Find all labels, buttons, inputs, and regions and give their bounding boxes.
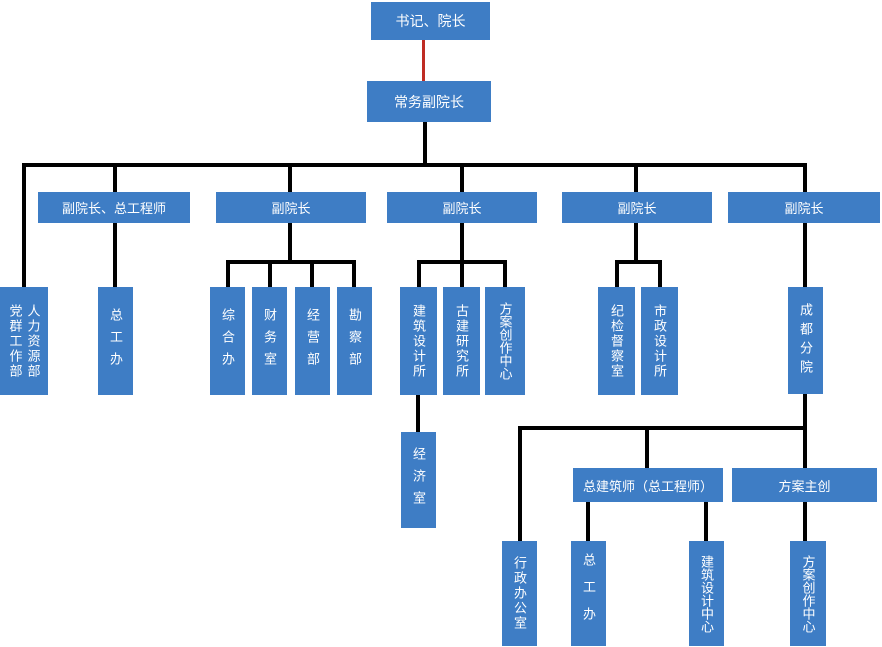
node-label: 纪检督察室 bbox=[609, 303, 624, 379]
connector-vd5-down bbox=[803, 223, 807, 287]
connector-chengdu-bar bbox=[518, 426, 807, 430]
node-label: 勘察部 bbox=[347, 308, 362, 374]
node-scheme-creation-center-1: 方案创作中心 bbox=[485, 287, 525, 395]
connector-vd2-bar bbox=[226, 260, 356, 264]
node-general-office: 综合办 bbox=[210, 287, 245, 395]
node-survey-dept: 勘察部 bbox=[337, 287, 372, 395]
node-vice-dean-4: 副院长 bbox=[562, 192, 712, 223]
connector-drop-vd3 bbox=[460, 165, 464, 192]
node-label: 方案创作中心 bbox=[800, 554, 816, 633]
node-vice-dean-2: 副院长 bbox=[216, 192, 366, 223]
node-label: 成都分院 bbox=[798, 302, 813, 379]
connector-vd3-down bbox=[460, 223, 464, 262]
connector-drop-general-office bbox=[226, 262, 230, 287]
node-vice-dean-5: 副院长 bbox=[728, 192, 880, 223]
node-party-mass-hr-dept: 党群工作部 人力资源部 bbox=[0, 287, 48, 395]
node-label: 党群工作部 bbox=[7, 303, 23, 379]
node-label: 建筑设计所 bbox=[411, 303, 426, 379]
connector-drop-chief-eng-branch bbox=[586, 502, 590, 541]
node-economy-office: 经济室 bbox=[401, 432, 436, 528]
connector-drop-scheme-center1 bbox=[503, 262, 507, 287]
node-discipline-office: 纪检督察室 bbox=[598, 287, 635, 395]
node-label: 经营部 bbox=[305, 308, 320, 374]
node-label: 总工办 bbox=[581, 553, 596, 634]
node-label: 常务副院长 bbox=[394, 93, 464, 110]
node-secretary-dean: 书记、院长 bbox=[371, 2, 490, 40]
node-chief-architect: 总建筑师（总工程师） bbox=[573, 468, 723, 502]
node-ancient-arch-institute: 古建研究所 bbox=[443, 287, 480, 395]
connector-drop-scheme-lead bbox=[803, 428, 807, 468]
node-operations-dept: 经营部 bbox=[295, 287, 330, 395]
node-label: 副院长 bbox=[617, 201, 657, 216]
node-label: 建筑设计中心 bbox=[699, 554, 714, 633]
node-label: 综合办 bbox=[220, 308, 235, 374]
connector-drop-discipline bbox=[615, 262, 619, 287]
connector-drop-vd2 bbox=[288, 165, 292, 192]
node-label: 人力资源部 bbox=[25, 303, 41, 379]
node-label: 方案主创 bbox=[778, 478, 831, 494]
node-label: 总工办 bbox=[108, 308, 123, 374]
connector-vd4-bar bbox=[615, 260, 662, 264]
node-label: 书记、院长 bbox=[395, 13, 466, 29]
node-label: 副院长、总工程师 bbox=[61, 201, 166, 216]
node-scheme-lead: 方案主创 bbox=[732, 468, 877, 502]
node-vice-dean-chief-eng: 副院长、总工程师 bbox=[38, 192, 190, 223]
connector-drop-operations bbox=[310, 262, 314, 287]
node-label: 方案创作中心 bbox=[497, 302, 513, 380]
connector-drop-survey bbox=[352, 262, 356, 287]
node-exec-vice-dean: 常务副院长 bbox=[367, 81, 491, 122]
node-chief-eng-office: 总工办 bbox=[98, 287, 133, 395]
connector-exec-trunk bbox=[423, 122, 427, 165]
node-vice-dean-3: 副院长 bbox=[387, 192, 537, 223]
node-chief-eng-office-branch: 总工办 bbox=[571, 541, 606, 646]
connector-chengdu-down bbox=[803, 394, 807, 428]
node-label: 财务室 bbox=[262, 308, 277, 374]
connector-drop-vd1 bbox=[113, 165, 117, 192]
node-municipal-design-institute: 市政设计所 bbox=[641, 287, 678, 395]
node-label: 经济室 bbox=[411, 447, 426, 513]
node-arch-design-institute: 建筑设计所 bbox=[400, 287, 437, 395]
node-arch-design-center: 建筑设计中心 bbox=[689, 541, 724, 646]
connector-secretary-exec bbox=[422, 40, 425, 81]
connector-drop-municipal bbox=[658, 262, 662, 287]
connector-drop-admin-office bbox=[518, 428, 522, 541]
node-label: 副院长 bbox=[442, 201, 482, 216]
connector-drop-arch-center bbox=[704, 502, 708, 541]
connector-drop-finance-office bbox=[268, 262, 272, 287]
connector-drop-scheme-center2 bbox=[803, 502, 807, 541]
connector-vd4-down bbox=[634, 223, 638, 262]
node-finance-office: 财务室 bbox=[252, 287, 287, 395]
connector-drop-party-hr bbox=[22, 165, 26, 287]
connector-arch-economy bbox=[416, 394, 420, 432]
node-label: 行政办公室 bbox=[512, 556, 527, 631]
node-label: 古建研究所 bbox=[454, 303, 469, 379]
node-label: 副院长 bbox=[784, 201, 824, 216]
connector-drop-chief-architect bbox=[645, 428, 649, 468]
connector-drop-vd4 bbox=[634, 165, 638, 192]
node-scheme-creation-center-2: 方案创作中心 bbox=[790, 541, 826, 646]
node-label: 副院长 bbox=[271, 201, 311, 216]
connector-drop-ancient-arch bbox=[460, 262, 464, 287]
node-label: 市政设计所 bbox=[652, 303, 667, 379]
connector-main-bar bbox=[22, 163, 807, 167]
connector-vd1-down bbox=[113, 223, 117, 287]
node-admin-office: 行政办公室 bbox=[502, 541, 537, 646]
node-chengdu-branch: 成都分院 bbox=[788, 287, 823, 394]
connector-drop-vd5 bbox=[803, 165, 807, 192]
connector-drop-arch-design bbox=[417, 262, 421, 287]
node-label: 总建筑师（总工程师） bbox=[582, 478, 713, 494]
connector-vd2-down bbox=[288, 223, 292, 262]
